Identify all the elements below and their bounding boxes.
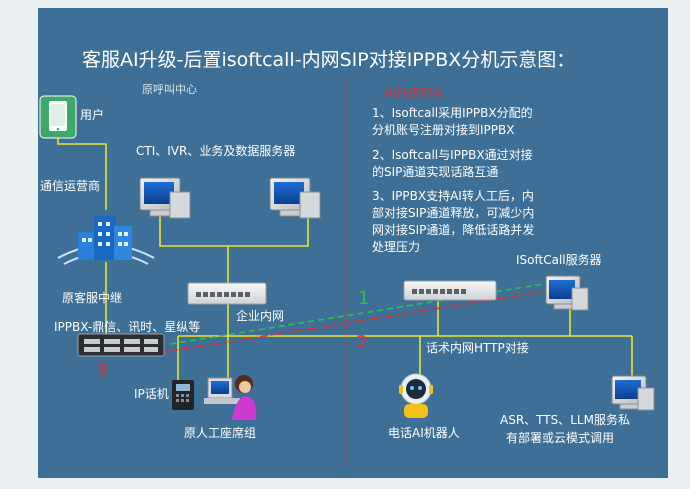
ippbx-rack-icon — [77, 333, 165, 357]
slide-panel — [38, 8, 668, 478]
ai-robot-icon — [399, 373, 433, 418]
network-switch-icon — [403, 280, 497, 301]
http-label: 话术内网HTTP对接 — [426, 340, 529, 355]
notes-block: 1、Isoftcall采用IPPBX分配的 分机账号注册对接到IPPBX 2、I… — [372, 105, 534, 254]
servers-label: CTI、IVR、业务及数据服务器 — [136, 143, 295, 158]
agent-icon — [204, 375, 257, 420]
left-section-label: 原呼叫中心 — [142, 83, 197, 96]
network-switch-icon — [187, 282, 267, 305]
page-title: 客服AI升级-后置isoftcall-内网SIP对接IPPBX分机示意图： — [82, 49, 575, 71]
note-1-line-1: 1、Isoftcall采用IPPBX分配的 — [372, 105, 533, 120]
note-1-line-2: 分机账号注册对接到IPPBX — [372, 122, 514, 137]
link-server-bus — [159, 210, 309, 247]
phone-icon — [39, 95, 77, 139]
desktop-computer-icon — [139, 177, 191, 219]
building-icon — [57, 216, 155, 265]
desktop-computer-icon — [545, 275, 589, 311]
agents-label: 原人工座席组 — [184, 425, 256, 440]
network-links — [57, 138, 633, 380]
note-3-line-1: 3、IPPBX支持AI转人工后，内 — [372, 188, 534, 203]
note-3-line-4: 处理压力 — [372, 240, 420, 254]
relay-label: 原客服中继 — [62, 290, 122, 305]
note-2-line-1: 2、Isoftcall与IPPBX通过对接 — [372, 147, 533, 162]
ip-phone-label: IP话机 — [134, 387, 169, 401]
asr-label-line-1: ASR、TTS、LLM服务私 — [500, 412, 630, 427]
asr-label-line-2: 有部署或云模式调用 — [506, 430, 614, 445]
marker-2: 2 — [356, 332, 367, 353]
note-3-line-2: 部对接SIP通道释放，可减少内 — [372, 205, 534, 220]
user-label: 用户 — [80, 107, 104, 122]
note-3-line-3: 网对接SIP通道，降低话路并发 — [372, 222, 534, 237]
marker-1: 1 — [358, 288, 369, 309]
isoftcall-server-label: ISoftCall服务器 — [516, 252, 602, 267]
link-user-carrier — [57, 138, 107, 210]
ippbx-label: IPPBX-鼎信、讯时、星纵等 — [54, 320, 200, 334]
note-2-line-2: 的SIP通道实现话路互通 — [372, 164, 498, 179]
desktop-computer-icon — [611, 375, 655, 411]
ip-phone-icon — [172, 380, 194, 410]
carrier-label: 通信运营商 — [40, 178, 100, 193]
desktop-computer-icon — [269, 177, 321, 219]
right-section-label: AI升级部分 — [384, 85, 444, 100]
marker-3: 3 — [96, 360, 107, 381]
intranet-label: 企业内网 — [236, 308, 284, 323]
ai-robot-label: 电话AI机器人 — [388, 426, 460, 440]
